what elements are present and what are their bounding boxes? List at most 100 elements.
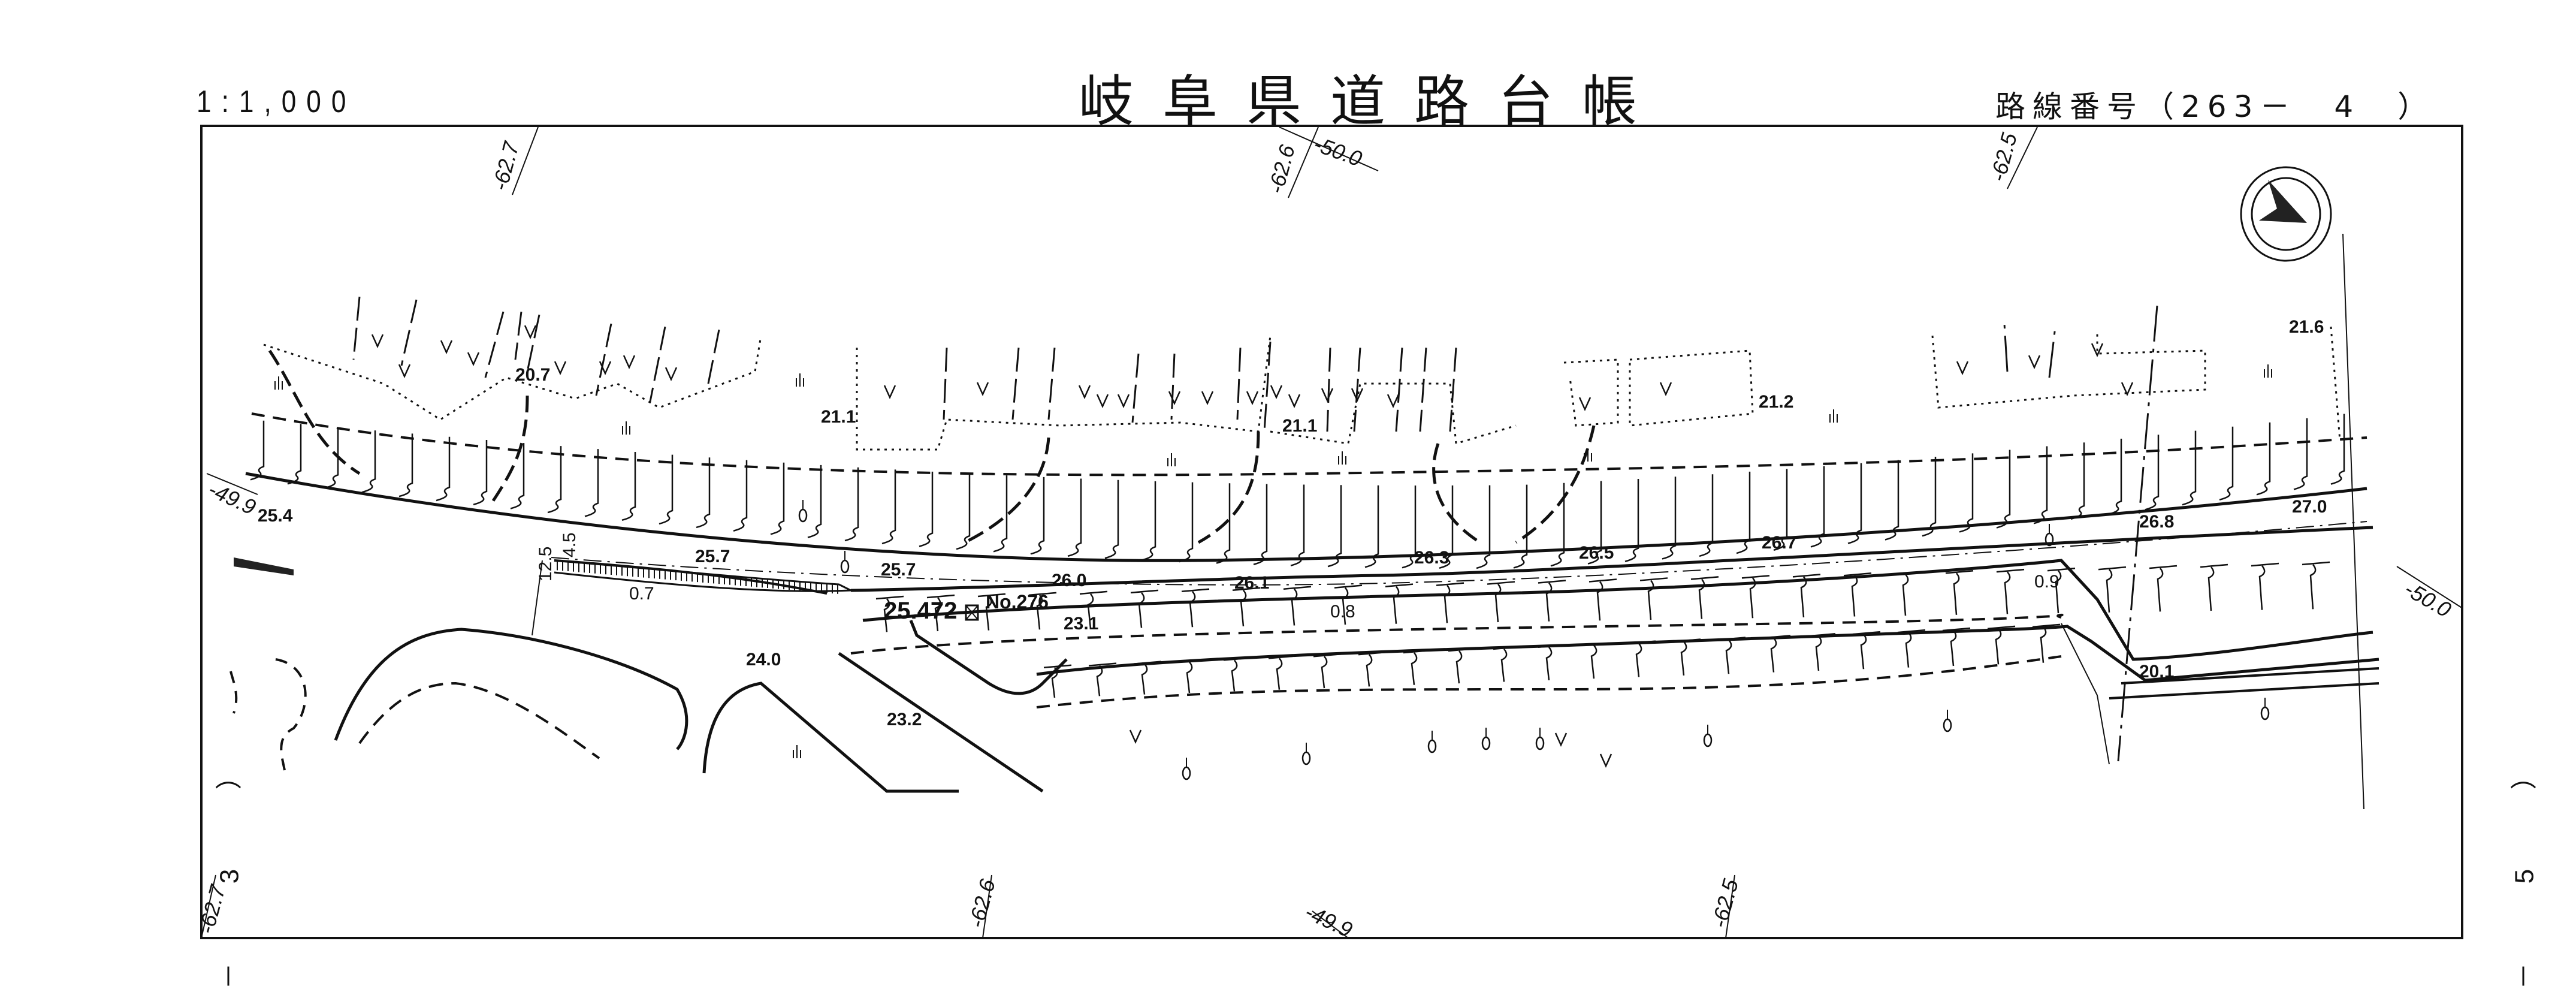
slope-tick xyxy=(2200,563,2228,611)
channel-line xyxy=(2061,623,2110,765)
slope-tick xyxy=(2219,426,2234,501)
slope-tick xyxy=(1894,571,1923,616)
slope-tick xyxy=(1699,474,1714,557)
vegetation-v xyxy=(398,364,411,379)
slope-tick xyxy=(1741,575,1770,619)
elevation-label: 24.0 xyxy=(746,650,781,670)
slope-tick xyxy=(1358,651,1387,687)
slope-tick xyxy=(1624,478,1639,562)
slope-tick xyxy=(436,436,451,502)
slope-tick xyxy=(1942,627,1971,667)
elevation-label: 26.1 xyxy=(1234,573,1269,593)
dimension-label: 0.8 xyxy=(1330,602,1355,622)
slope-tick xyxy=(2107,438,2122,515)
field-symbol xyxy=(1167,453,1176,466)
vegetation-v xyxy=(1351,388,1364,403)
grid-label: -62.7 xyxy=(487,138,524,193)
slope-tick xyxy=(510,443,525,509)
vegetation-v xyxy=(2121,382,2134,397)
tree-symbol xyxy=(1535,736,1545,750)
vegetation-v xyxy=(1956,361,1969,376)
slope-tick xyxy=(473,439,488,506)
slope-tick xyxy=(1639,577,1668,620)
map-frame xyxy=(200,125,2463,939)
slope-tick xyxy=(324,427,339,489)
elevation-label: 26.8 xyxy=(2139,512,2174,532)
elevation-label: 26.3 xyxy=(1414,548,1449,568)
tree-symbol xyxy=(1301,751,1311,765)
elevation-label: 23.1 xyxy=(1064,614,1098,634)
slope-tick xyxy=(1583,642,1611,679)
slope-tick xyxy=(956,474,971,550)
slope-tick xyxy=(1847,463,1862,544)
slope-tick xyxy=(1717,637,1746,674)
elevation-label: 21.1 xyxy=(1282,416,1317,436)
slope-tick xyxy=(2251,562,2279,610)
tree-symbol xyxy=(1182,766,1191,780)
vegetation-v xyxy=(440,340,453,355)
slope-tick xyxy=(2098,566,2127,613)
slope-tick xyxy=(361,430,376,493)
driveway-lines xyxy=(268,349,1596,544)
field-symbol xyxy=(622,421,630,435)
field-symbol xyxy=(796,373,804,387)
grid-label: -62.5 xyxy=(1985,129,2022,184)
slope-tick xyxy=(1079,590,1108,629)
slope-tick xyxy=(1067,478,1082,557)
elevation-label: 20.7 xyxy=(515,365,550,385)
slope-tick xyxy=(1436,582,1464,623)
slope-tick xyxy=(1762,635,1791,673)
elevation-label: 27.0 xyxy=(2292,497,2327,517)
slope-tick xyxy=(584,449,599,517)
slope-tick xyxy=(1030,477,1045,555)
property-lines xyxy=(251,412,2367,708)
slope-tick xyxy=(1810,466,1825,548)
grid-label: -50.0 xyxy=(1310,131,1365,171)
elevation-label: 25.7 xyxy=(881,560,916,580)
vegetation-symbols xyxy=(371,325,2134,768)
slope-tick xyxy=(807,465,822,538)
dimension-label: 0.9 xyxy=(2034,572,2059,592)
field-symbol xyxy=(274,376,283,390)
vegetation-v xyxy=(1201,391,1214,406)
slope-tick xyxy=(1538,580,1566,622)
vegetation-v xyxy=(2091,343,2104,358)
slope-tick xyxy=(875,595,904,632)
vegetation-v xyxy=(1387,394,1400,409)
slope-tick xyxy=(1627,640,1656,677)
slope-tick xyxy=(1253,484,1268,565)
vegetation-v xyxy=(976,382,989,397)
slope-tick xyxy=(1216,483,1231,564)
field-symbol xyxy=(1829,409,1838,423)
slope-tick xyxy=(621,451,636,521)
fence-lines xyxy=(352,296,2158,762)
slope-tick xyxy=(1945,569,1974,615)
elevation-label: 21.1 xyxy=(821,407,856,427)
slope-tick xyxy=(2256,422,2271,496)
slope-tick xyxy=(2032,623,2061,663)
slope-tick xyxy=(1133,661,1162,695)
slope-tick xyxy=(1385,583,1414,624)
elevation-label: 25.7 xyxy=(695,547,730,566)
vegetation-v xyxy=(665,367,678,382)
tree-symbol xyxy=(1943,718,1952,732)
slope-tick xyxy=(1141,481,1156,561)
field-symbol xyxy=(793,745,801,758)
vegetation-v xyxy=(1246,391,1259,406)
slope-tick xyxy=(2047,567,2076,614)
vegetation-v xyxy=(1659,382,1672,397)
slope-tick xyxy=(1290,484,1305,566)
slope-tick xyxy=(1807,633,1836,671)
tree-symbol xyxy=(798,508,808,523)
slope-tick xyxy=(733,460,748,532)
slope-tick xyxy=(1088,662,1117,696)
slope-tick xyxy=(881,469,896,545)
slope-tick xyxy=(1550,483,1565,567)
slope-tick xyxy=(1402,485,1417,569)
vegetation-v xyxy=(1096,394,1109,409)
slope-tick xyxy=(1843,572,1872,617)
slope-tick xyxy=(1487,581,1515,623)
grid-label: -62.6 xyxy=(1263,141,1300,196)
slope-tick xyxy=(1448,647,1476,684)
page-title: 岐阜県道路台帳 xyxy=(1079,70,1666,134)
